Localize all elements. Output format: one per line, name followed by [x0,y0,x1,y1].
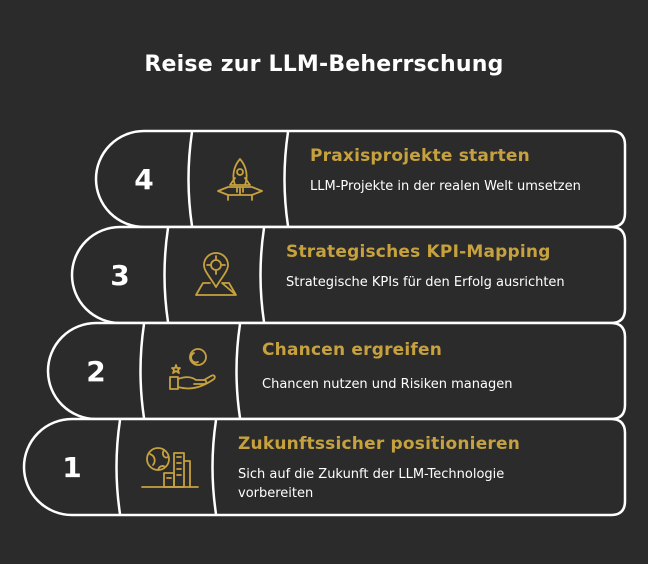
step-separator [163,227,170,323]
globe-building-icon [141,447,199,488]
step-separator [259,227,266,323]
steps-layer: 4 3 2 1 [22,129,627,517]
step-outline [94,129,627,229]
step-separator [211,419,218,515]
step-2: 2 [46,321,627,421]
step-outline [46,321,627,421]
step-3: 3 [70,225,627,325]
step-number: 4 [134,163,153,196]
step-title: Zukunftssicher positionieren [238,434,521,454]
step-4: 4 [94,129,627,229]
step-title: Praxisprojekte starten [310,146,530,166]
step-description: LLM-Projekte in der realen Welt umsetzen [310,179,581,194]
step-separator [139,323,146,419]
step-title: Chancen ergreifen [262,340,443,360]
step-separator [235,323,242,419]
hand-coin-icon [169,348,216,390]
step-number: 3 [110,259,129,292]
map-pin-icon [195,252,237,296]
step-1: 1 [22,417,627,517]
page-title: Reise zur LLM-Beherrschung [144,52,504,77]
step-title: Strategisches KPI-Mapping [286,242,551,262]
rocket-icon [217,158,263,201]
step-description: Sich auf die Zukunft der LLM-Technologie… [238,467,505,501]
step-outline [70,225,627,325]
step-outline [22,417,627,517]
step-description: Strategische KPIs für den Erfolg ausrich… [286,275,565,290]
step-separator [283,131,290,227]
step-description: Chancen nutzen und Risiken managen [262,377,513,392]
step-number: 2 [86,355,105,388]
step-separator [115,419,122,515]
step-separator [187,131,194,227]
step-number: 1 [62,451,81,484]
